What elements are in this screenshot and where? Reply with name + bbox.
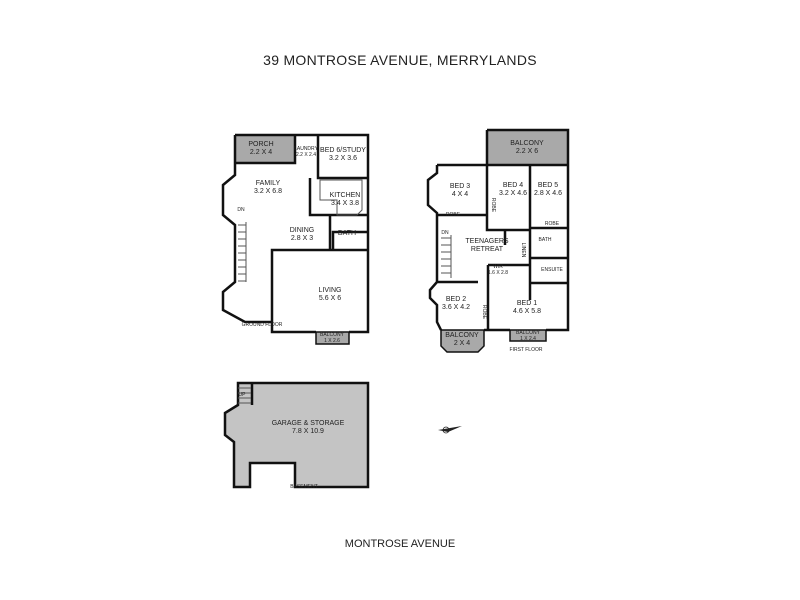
- first-balcony-bottom: [440, 329, 485, 353]
- street-label: MONTROSE AVENUE: [344, 538, 456, 550]
- robe-bed3: ROBE: [445, 212, 461, 218]
- kitchen-bench: [319, 179, 363, 216]
- first-balcony-small: [509, 329, 547, 342]
- north-arrow-icon: [438, 426, 462, 434]
- first-stairs: [441, 235, 452, 278]
- basement-stairs: [238, 387, 251, 404]
- robe-bed4: ROBE: [490, 197, 496, 213]
- first-balcony-top: [487, 130, 568, 165]
- ground-balcony: [315, 331, 350, 345]
- basement-walls: [223, 381, 370, 489]
- porch-area: [235, 135, 295, 163]
- first-floor-label: FIRST FLOOR: [509, 347, 543, 353]
- robe-bed2: ROBE: [481, 304, 487, 320]
- room-bath-first: BATH: [538, 237, 552, 243]
- room-ensuite: ENSUITE: [541, 267, 563, 273]
- stair-label: DN: [237, 207, 245, 213]
- ground-floor-label: GROUND FLOOR: [241, 322, 283, 328]
- robe-bed5: ROBE: [544, 221, 560, 227]
- first-floor-walls: [426, 128, 570, 332]
- page-title: 39 MONTROSE AVENUE, MERRYLANDS: [263, 52, 537, 68]
- stairs: [238, 222, 247, 282]
- first-stair-label: DN: [441, 230, 449, 236]
- basement-stair-label: UP: [238, 392, 246, 398]
- room-bath: BATH: [337, 230, 357, 237]
- linen-cupboard: LINEN: [520, 242, 526, 258]
- basement-label: BASEMENT: [290, 484, 318, 490]
